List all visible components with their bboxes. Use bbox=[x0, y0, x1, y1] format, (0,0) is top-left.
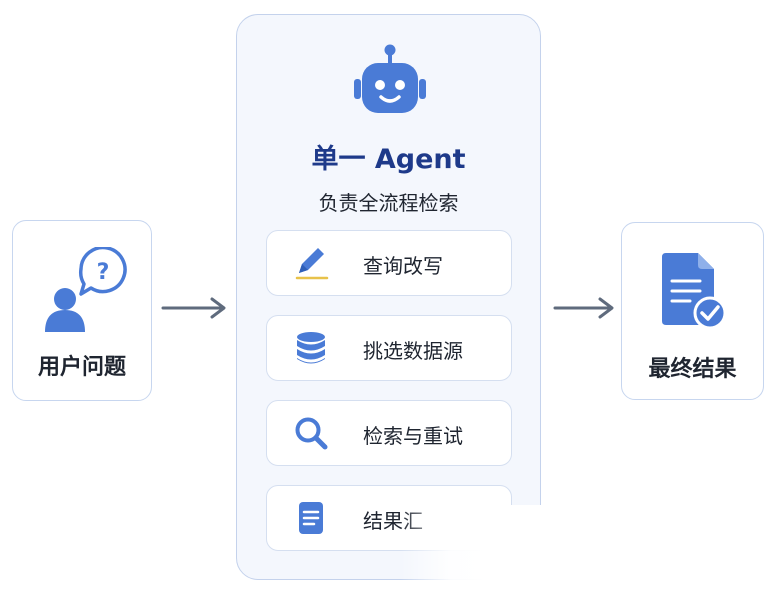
pencil-icon bbox=[295, 248, 329, 280]
svg-text:?: ? bbox=[97, 260, 110, 285]
final-result-label: 最终结果 bbox=[648, 357, 737, 382]
step-label: 检索与重试 bbox=[363, 424, 463, 448]
agent-panel: 单一 Agent 负责全流程检索 查询改写 挑选数据源 检索与重试 bbox=[236, 14, 541, 580]
agent-subtitle: 负责全流程检索 bbox=[318, 191, 459, 215]
step-select-source: 挑选数据源 bbox=[266, 315, 512, 381]
user-question-node: ? 用户问题 bbox=[12, 220, 152, 401]
user-question-label: 用户问题 bbox=[37, 355, 126, 380]
fade-overlay bbox=[400, 505, 570, 590]
document-icon bbox=[299, 502, 323, 534]
arrow-right-icon bbox=[553, 297, 614, 319]
search-icon bbox=[295, 417, 328, 450]
step-search-retry: 检索与重试 bbox=[266, 400, 512, 466]
step-result-summary: 结果汇 bbox=[266, 485, 512, 551]
step-label: 查询改写 bbox=[363, 254, 443, 278]
robot-icon bbox=[354, 44, 426, 113]
database-icon bbox=[297, 332, 325, 364]
step-label: 挑选数据源 bbox=[363, 339, 463, 363]
step-query-rewrite: 查询改写 bbox=[266, 230, 512, 296]
question-bubble-user-icon: ? bbox=[45, 247, 127, 332]
agent-title: 单一 Agent bbox=[311, 144, 466, 175]
final-result-node: 最终结果 bbox=[621, 222, 764, 400]
arrow-right-icon bbox=[161, 297, 226, 319]
document-check-icon bbox=[662, 253, 727, 330]
